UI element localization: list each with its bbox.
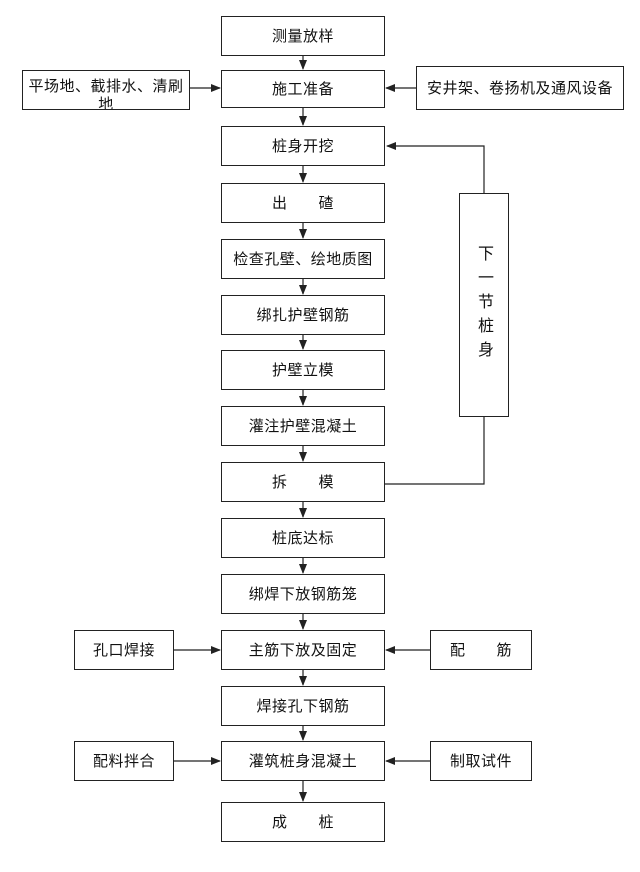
step-label: 灌筑桩身混凝土 (248, 752, 358, 770)
step-label: 施工准备 (271, 80, 334, 98)
step-check-wall: 检查孔壁、绘地质图 (221, 239, 385, 279)
input-label: 制取试件 (449, 752, 512, 770)
step-label: 成 桩 (271, 813, 334, 831)
input-test-specimens: 制取试件 (430, 741, 532, 781)
loop-next-pile-section: 下一节桩身 (459, 193, 509, 417)
step-label: 桩身开挖 (271, 137, 334, 155)
step-pile-bottom-reached: 桩底达标 (221, 518, 385, 558)
input-orifice-welding: 孔口焊接 (74, 630, 174, 670)
input-equipment: 安井架、卷扬机及通风设备 (416, 66, 624, 110)
input-mix-prep: 配料拌合 (74, 741, 174, 781)
step-label: 出 碴 (271, 194, 334, 212)
loop-label: 下一节桩身 (475, 245, 494, 365)
input-rebar-prep: 配 筋 (430, 630, 532, 670)
loop-line-upper (386, 142, 485, 193)
step-label: 拆 模 (271, 473, 334, 491)
step-label: 绑扎护壁钢筋 (256, 306, 350, 324)
step-muck-removal: 出 碴 (221, 183, 385, 223)
step-survey-layout: 测量放样 (221, 16, 385, 56)
step-main-rebar-lower-fix: 主筋下放及固定 (221, 630, 385, 670)
step-label: 测量放样 (271, 27, 334, 45)
step-pour-pile-concrete: 灌筑桩身混凝土 (221, 741, 385, 781)
step-weld-hole-rebar: 焊接孔下钢筋 (221, 686, 385, 726)
step-weld-lower-cage: 绑焊下放钢筋笼 (221, 574, 385, 614)
step-construction-prep: 施工准备 (221, 70, 385, 108)
input-site-prep: 平场地、截排水、清刷地 (22, 70, 190, 110)
input-label: 平场地、截排水、清刷地 (28, 77, 184, 110)
input-label: 孔口焊接 (92, 641, 155, 659)
step-label: 绑焊下放钢筋笼 (248, 585, 358, 603)
step-label: 主筋下放及固定 (248, 641, 358, 659)
step-label: 灌注护壁混凝土 (248, 417, 358, 435)
loop-line-lower (385, 417, 485, 485)
input-label: 配 筋 (449, 641, 512, 659)
step-pour-wall-concrete: 灌注护壁混凝土 (221, 406, 385, 446)
step-remove-formwork: 拆 模 (221, 462, 385, 502)
step-wall-formwork: 护壁立模 (221, 350, 385, 390)
step-label: 护壁立模 (271, 361, 334, 379)
step-label: 桩底达标 (271, 529, 334, 547)
step-pile-complete: 成 桩 (221, 802, 385, 842)
input-label: 安井架、卷扬机及通风设备 (426, 79, 613, 97)
input-label: 配料拌合 (92, 752, 155, 770)
step-label: 焊接孔下钢筋 (256, 697, 350, 715)
step-label: 检查孔壁、绘地质图 (233, 250, 373, 268)
step-tie-wall-rebar: 绑扎护壁钢筋 (221, 295, 385, 335)
step-pile-excavation: 桩身开挖 (221, 126, 385, 166)
